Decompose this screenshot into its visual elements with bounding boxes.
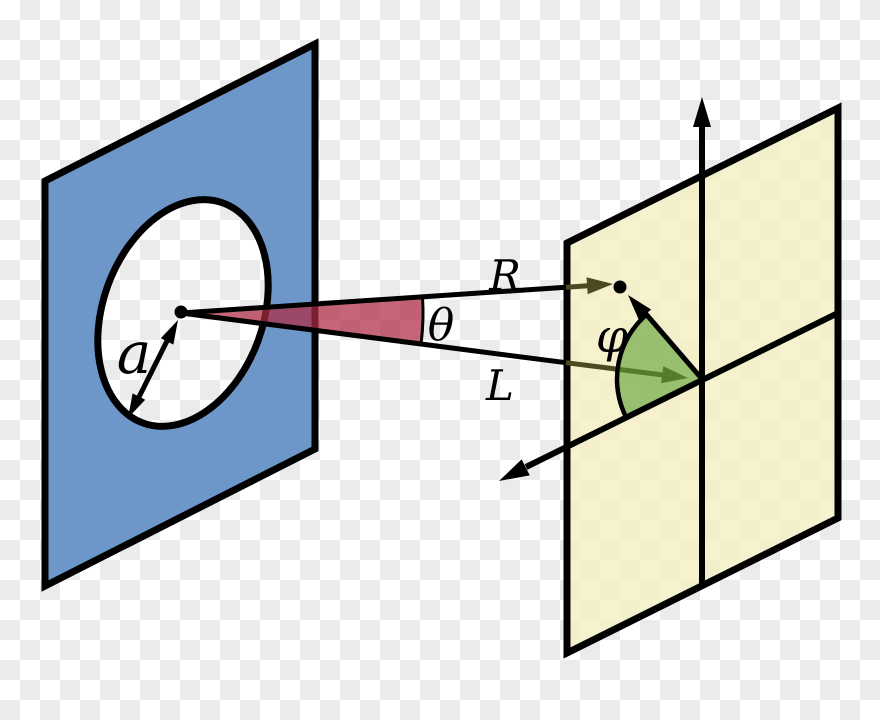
ray-R-occluded-shaft	[565, 283, 591, 290]
label-phi: φ	[596, 309, 629, 363]
ray-L-shaft	[180, 310, 567, 366]
phi-arc	[614, 312, 649, 419]
ray-R-arrowhead	[586, 277, 613, 295]
label-aperture-radius: a	[117, 319, 152, 387]
screen-horizontal-axis	[499, 310, 840, 481]
horizontal-axis-arrowhead	[499, 459, 530, 481]
aperture-radius-arrowhead-outer	[128, 393, 146, 418]
label-ray-L: L	[485, 361, 514, 410]
vertical-axis-arrowhead	[693, 97, 711, 127]
aperture-plane	[41, 38, 319, 592]
label-theta: θ	[428, 300, 455, 351]
theta-wedge	[181, 296, 424, 344]
aperture-center-dot	[174, 305, 188, 319]
screen-vertical-axis	[693, 97, 711, 586]
observation-radial-arrowhead	[628, 295, 652, 320]
ray-R-occluded-segment	[565, 277, 613, 295]
ray-R-shaft	[180, 284, 567, 316]
screen-horizontal-axis-line	[524, 310, 840, 470]
aperture-radius-shaft	[136, 339, 170, 399]
phi-wedge	[617, 314, 702, 418]
label-ray-R: R	[488, 251, 521, 300]
observation-point-dot	[613, 280, 627, 294]
observation-radial-arrow	[628, 295, 704, 381]
observation-radial-shaft	[638, 305, 704, 381]
aperture-radius-arrowhead-inner	[160, 320, 178, 345]
aperture-radius-arrow	[128, 320, 178, 418]
